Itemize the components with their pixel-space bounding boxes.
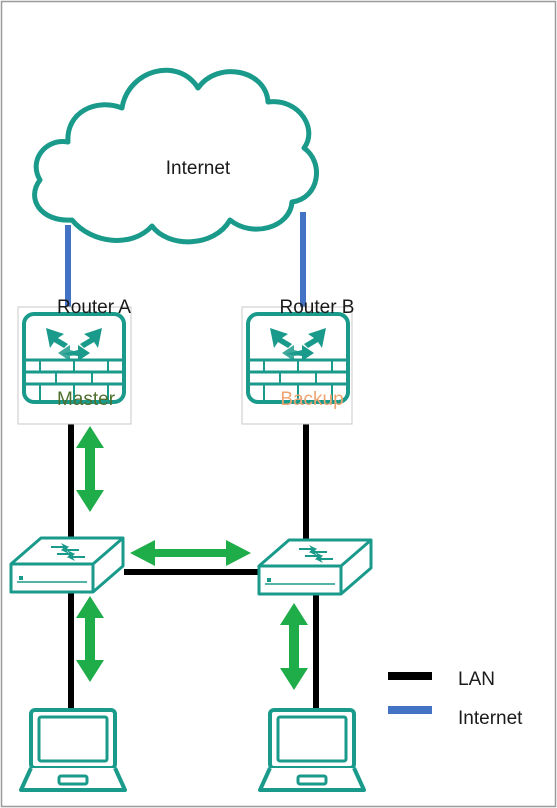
router-a: Router A Master	[17, 297, 132, 425]
laptop-icon	[19, 708, 127, 792]
double-arrow-icon	[76, 426, 104, 512]
cloud-label: Internet	[166, 158, 231, 179]
legend: LAN Internet	[388, 669, 523, 729]
router-b-name: Router B	[280, 297, 355, 318]
double-arrow-icon	[130, 540, 251, 566]
cloud-icon	[32, 67, 319, 245]
router-b: Router B Backup	[241, 297, 355, 425]
double-arrow-icon	[280, 603, 308, 690]
switch-icon	[257, 538, 373, 596]
router-a-name: Router A	[57, 297, 131, 318]
router-a-role: Master	[57, 389, 116, 410]
switch-icon	[9, 536, 125, 594]
legend-internet-label: Internet	[458, 708, 523, 729]
double-arrow-icon	[76, 596, 104, 682]
router-b-role: Backup	[280, 389, 343, 410]
laptop-icon	[258, 708, 366, 792]
legend-lan-label: LAN	[458, 669, 495, 690]
